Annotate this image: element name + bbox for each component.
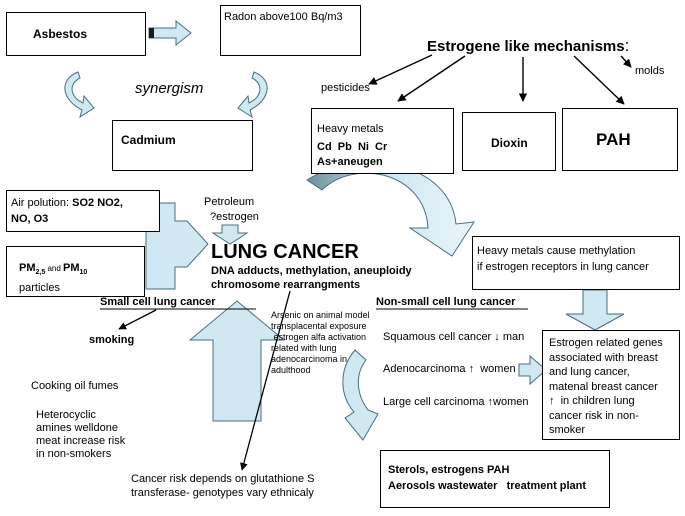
methylation-line1: Heavy metals cause methylation <box>477 245 636 257</box>
small-cell-title: Small cell lung cancer <box>100 296 216 308</box>
cadmium-label: Cadmium <box>121 133 176 147</box>
estrogen-genes-line: smoker <box>549 424 586 436</box>
pm10-label: PM <box>63 262 80 274</box>
methylation-line2: if estrogen receptors in lung cancer <box>477 261 649 273</box>
thin-arrows <box>118 290 291 471</box>
pm-and: and <box>45 264 64 273</box>
nsclc-curved-down-arrow <box>342 349 379 441</box>
estrogen-genes-line: matenal breast cancer <box>549 380 658 393</box>
lung-cancer-title: LUNG CANCER <box>211 241 359 263</box>
air-pm-block-arrow <box>145 202 209 290</box>
heterocyclic-line: Heterocyclic <box>36 409 96 421</box>
dioxin-box <box>462 112 556 171</box>
heterocyclic-line: amines welldone <box>36 422 118 434</box>
estrogen-genes-line: Estrogen related genes <box>549 337 663 349</box>
sterols-line1: Sterols, estrogens PAH <box>388 464 510 476</box>
arsenic-line: related with lung <box>271 343 337 353</box>
petroleum-down-arrow <box>211 224 249 245</box>
estrogen-genes-line: ↑ in children lung <box>549 395 635 407</box>
synergism-label: synergism <box>135 80 204 97</box>
pesticides-label: pesticides <box>321 82 370 94</box>
large-cell-label: Large cell carcinoma ↑women <box>383 396 529 408</box>
estrogen-genes-line: cancer risk in non- <box>549 409 639 422</box>
smoking-label: smoking <box>89 334 135 346</box>
heterocyclic-line: in non-smokers <box>36 448 112 460</box>
arsenic-line: Arsenic on animal model <box>271 310 370 320</box>
heavy-metals-aneugen: As+aneugen <box>317 156 383 168</box>
adeno-right-arrow <box>518 354 547 386</box>
pm25-sub: 2,5 <box>35 269 46 277</box>
methylation-box <box>472 236 680 290</box>
molds-label: molds <box>635 65 665 77</box>
heavy-metals-list: Cd Pb Ni Cr <box>317 141 388 153</box>
radon-label: Radon above100 Bq/m3 <box>224 11 343 23</box>
estrogen-title-colon: : <box>624 36 630 55</box>
glutathione-line: Cancer risk depends on glutathione S <box>131 473 315 485</box>
petroleum-line2: ?estrogen <box>210 211 259 223</box>
estrogen-title: Estrogene like mechanisms: <box>427 36 629 56</box>
asbestos-label: Asbestos <box>33 27 88 41</box>
estrogen-genes-box <box>542 330 680 440</box>
pm-line: PM2,5 and PM10 <box>19 262 87 276</box>
estrogen-genes-block: Estrogen related genes associated with b… <box>549 336 663 438</box>
air-pollution-box <box>6 190 160 232</box>
heterocyclic-block: Heterocyclic amines welldone meat increa… <box>36 409 125 461</box>
pm-box <box>6 246 145 297</box>
lung-cancer-mechanisms-line1: DNA adducts, methylation, aneuploidy <box>211 265 412 277</box>
asbestos-radon-arrow <box>148 19 192 47</box>
pah-box <box>562 108 678 171</box>
squamous-label: Squamous cell cancer ↓ man <box>383 331 525 343</box>
pm-particles: particles <box>19 282 60 294</box>
dioxin-label: Dioxin <box>491 136 528 150</box>
asbestos-box <box>6 12 146 56</box>
air-pollution-prefix: Air polution: <box>11 197 73 209</box>
cooking-oil-label: Cooking oil fumes <box>31 380 119 392</box>
heavy-metals-label: Heavy metals <box>317 123 384 135</box>
sterols-line2: Aerosols wastewater treatment plant <box>388 480 587 492</box>
estrogen-genes-line: associated with breast <box>549 351 658 364</box>
methylation-down-arrow <box>565 289 625 331</box>
arsenic-block: Arsenic on animal model transplacental e… <box>271 310 370 376</box>
air-pollution-line2: NO, O3 <box>11 213 49 225</box>
air-pollution-gases: SO2 NO2, <box>72 197 123 209</box>
pm10-sub: 10 <box>79 269 88 277</box>
arsenic-line: adenocarcinoma in <box>271 354 348 364</box>
cadmium-box <box>112 120 253 171</box>
estrogen-title-text: Estrogene like mechanisms <box>427 38 625 55</box>
synergism-right-curve-arrow <box>237 71 268 119</box>
synergism-left-curve-arrow <box>64 71 95 119</box>
nsclc-title: Non-small cell lung cancer <box>376 296 516 308</box>
estrogen-arrows <box>368 54 632 105</box>
radon-box <box>220 5 361 56</box>
estrogen-genes-line: and lung cancer, <box>549 366 630 378</box>
pm25-label: PM <box>19 262 36 274</box>
adeno-label: Adenocarcinoma ↑ women <box>383 363 516 375</box>
glutathione-line: transferase- genotypes vary ethnicaly <box>131 487 314 499</box>
pah-label: PAH <box>596 130 631 149</box>
arsenic-line: estrogen alfa activation <box>271 332 367 342</box>
lung-cancer-mechanisms-line2: chromosome rearrangments <box>211 279 361 291</box>
glutathione-block: Cancer risk depends on glutathione S tra… <box>131 472 314 500</box>
arsenic-line: adulthood <box>271 365 311 375</box>
sterols-box <box>380 450 610 508</box>
big-up-arrow <box>188 300 286 422</box>
heavy-metals-box <box>311 108 454 174</box>
heterocyclic-line: meat increase risk <box>36 435 126 447</box>
air-pollution-line1: Air polution: SO2 NO2, <box>11 197 123 209</box>
arsenic-line: transplacental exposure <box>271 321 367 331</box>
petroleum-line1: Petroleum <box>204 196 255 208</box>
